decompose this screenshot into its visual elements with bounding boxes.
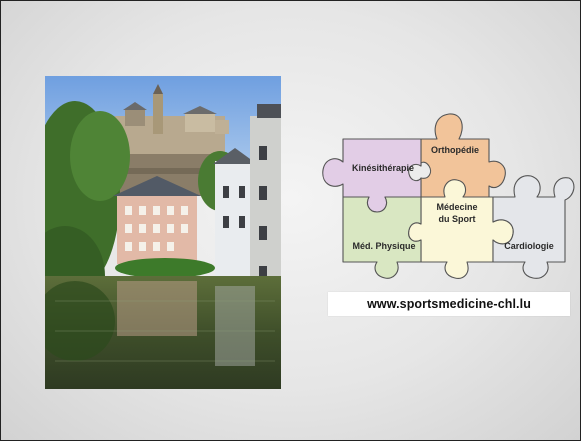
- label-med-physique: Méd. Physique: [352, 241, 415, 251]
- label-du-sport: du Sport: [439, 214, 476, 224]
- label-medecine: Médecine: [436, 202, 477, 212]
- label-cardiologie: Cardiologie: [504, 241, 554, 251]
- website-url[interactable]: www.sportsmedicine-chl.lu: [367, 297, 531, 311]
- website-url-box: www.sportsmedicine-chl.lu: [328, 292, 570, 316]
- label-orthopedie: Orthopédie: [431, 145, 479, 155]
- label-kinesitherapie: Kinésithérapie: [352, 163, 414, 173]
- city-river-photo: [45, 76, 281, 389]
- puzzle-piece-med-physique: [342, 196, 422, 279]
- puzzle-piece-cardiologie: [492, 175, 575, 279]
- specialties-puzzle: Orthopédie Kinésithérapie Médecine du Sp…: [315, 104, 577, 284]
- puzzle-piece-orthopedie: [420, 113, 506, 198]
